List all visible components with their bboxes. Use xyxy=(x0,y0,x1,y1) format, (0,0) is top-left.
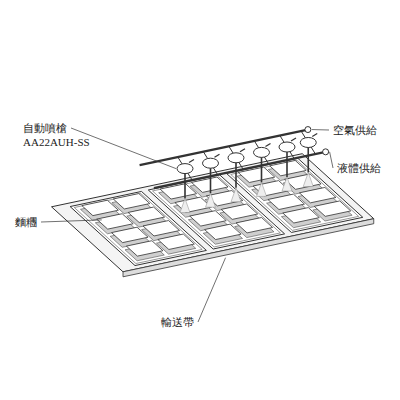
label-box: 自動噴槍 xyxy=(22,118,68,136)
dough-loaf xyxy=(236,218,272,233)
spray-gun-body xyxy=(177,164,193,174)
dough-loaf xyxy=(158,234,195,249)
gun-cap xyxy=(312,134,317,137)
dough-loaf xyxy=(314,201,351,216)
part-label: AA22AUH-SS xyxy=(22,136,91,148)
label-box: 空氣供給 xyxy=(332,120,378,138)
dough-loaf xyxy=(221,204,258,219)
gun-cap xyxy=(215,154,220,157)
tray xyxy=(70,191,206,265)
part-label: 空氣供給 xyxy=(332,124,378,136)
dough-loaf xyxy=(128,207,165,222)
spray-gun-body xyxy=(279,142,295,152)
pipe-fitting xyxy=(305,127,311,133)
label-box: 麵糰 xyxy=(14,212,38,230)
leader-line xyxy=(312,129,329,130)
gun-cap xyxy=(240,149,245,152)
spray-cone xyxy=(303,173,313,187)
leader-line xyxy=(71,128,176,169)
label-box: AA22AUH-SS xyxy=(22,132,91,150)
leader-line xyxy=(41,220,102,222)
spray-cone xyxy=(180,199,190,213)
gun-cap xyxy=(291,138,296,141)
part-label: 自動噴槍 xyxy=(22,122,68,134)
spray-gun-body xyxy=(203,158,219,168)
gun-cap xyxy=(266,143,271,146)
spray-cone xyxy=(231,188,241,202)
spray-nozzle xyxy=(235,163,237,188)
spray-gun-body xyxy=(300,138,316,148)
spray-cone xyxy=(282,177,292,191)
spray-nozzle xyxy=(286,152,288,177)
spray-gun-body xyxy=(254,147,270,157)
label-box: 輸送帶 xyxy=(160,312,195,330)
spray-nozzle xyxy=(307,148,309,173)
pipe-fitting xyxy=(323,149,329,155)
spray-cone xyxy=(257,182,267,196)
liquid-pipe xyxy=(154,152,326,188)
spray-nozzle xyxy=(210,168,212,193)
tray-rim xyxy=(153,177,281,247)
leader-line xyxy=(198,258,226,322)
part-label: 輸送帶 xyxy=(160,316,195,328)
dough-loaf xyxy=(113,194,150,209)
part-label: 液體供給 xyxy=(336,162,382,174)
dough-loaf xyxy=(299,187,336,202)
label-box: 液體供給 xyxy=(336,158,382,176)
spray-gun-body xyxy=(228,153,244,163)
leader-line xyxy=(330,152,333,168)
gun-cap xyxy=(189,160,194,163)
spray-cone xyxy=(206,193,216,207)
spray-nozzle xyxy=(261,157,263,182)
dough-loaf xyxy=(143,221,180,236)
spray-nozzle xyxy=(184,174,186,199)
part-label: 麵糰 xyxy=(14,216,38,228)
tray-rim xyxy=(74,193,202,263)
